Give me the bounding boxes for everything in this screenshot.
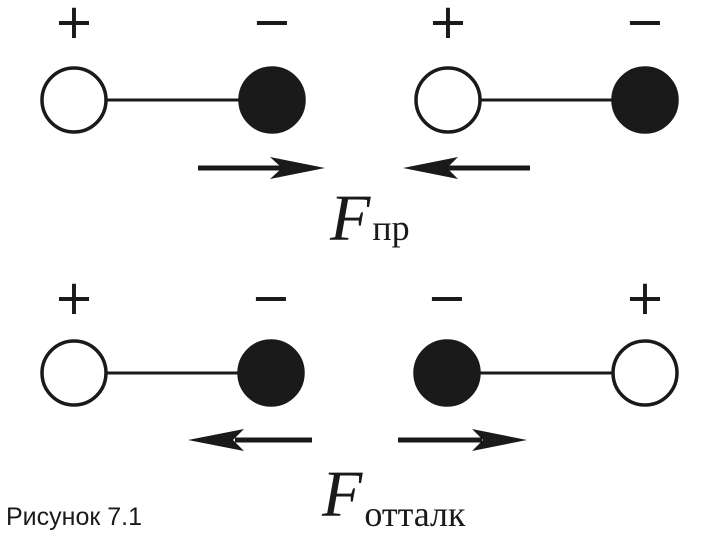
dipole-1-left-sign: + [54,0,94,50]
arrow-left-icon [403,157,530,179]
dipole-1-right-sign: − [252,0,292,50]
repulsion-force-label: Fотталк [321,458,466,534]
force-subscript: пр [372,208,409,248]
dipole-4: − + [413,270,679,407]
arrow-right-icon [198,157,325,179]
arrow-left-icon [188,429,312,451]
dipole-2: + − [414,0,679,134]
dipole-2-negative-charge [611,66,679,134]
dipole-4-positive-charge [611,339,679,407]
dipole-3: + − [40,270,305,407]
arrow-right-icon [398,429,527,451]
force-symbol: F [321,458,363,531]
dipole-1: + − [40,0,306,134]
dipole-3-right-sign: − [251,270,291,326]
force-symbol: F [329,182,371,255]
dipole-4-right-sign: + [625,270,665,326]
dipole-2-right-sign: − [625,0,665,50]
dipole-2-positive-charge [414,66,482,134]
dipole-3-positive-charge [40,339,108,407]
force-subscript: отталк [364,494,466,534]
figure-caption: Рисунок 7.1 [6,503,142,531]
dipole-3-left-sign: + [54,270,94,326]
dipole-3-negative-charge [237,339,305,407]
dipole-4-negative-charge [413,339,481,407]
attraction-force-label: Fпр [329,182,410,255]
dipole-4-left-sign: − [427,270,467,326]
dipole-2-left-sign: + [428,0,468,50]
repulsion-row: + − − + Fотталк [40,270,679,534]
dipole-1-positive-charge [40,66,108,134]
attraction-row: + − + − Fпр [40,0,679,255]
dipole-1-negative-charge [238,66,306,134]
